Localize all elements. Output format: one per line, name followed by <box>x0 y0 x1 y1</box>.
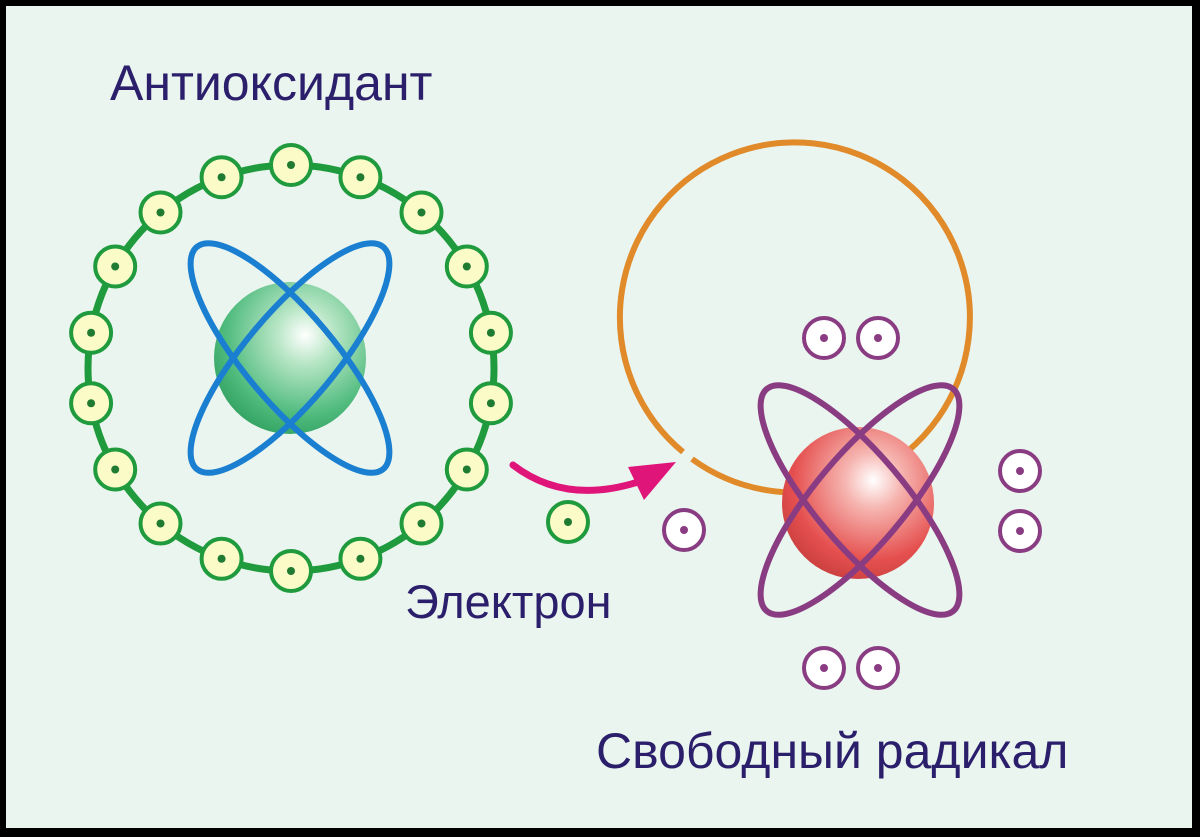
electron-icon <box>399 190 444 235</box>
electron-icon <box>93 244 138 289</box>
electron-icon <box>444 244 489 289</box>
diagram-background <box>6 6 1192 828</box>
free-radical-label: Свободный радикал <box>596 723 1069 779</box>
electron-icon <box>338 155 383 200</box>
antioxidant-label: Антиоксидант <box>110 55 433 111</box>
radical-orbit-ellipse-1 <box>757 382 963 618</box>
electron-icon <box>856 646 900 690</box>
electron-icon <box>199 536 244 581</box>
curved-arrow-icon <box>509 461 676 500</box>
electron-icon <box>69 381 114 426</box>
electron-icon <box>998 449 1042 493</box>
electron-icon <box>546 500 590 544</box>
electron-icon <box>998 509 1042 553</box>
electron-icon <box>468 310 513 355</box>
antioxidant-orbit-ellipse-1 <box>187 240 393 476</box>
electron-icon <box>802 646 846 690</box>
electron-icon <box>269 549 313 593</box>
radical-orbit-ellipse-2 <box>757 382 963 618</box>
electron-icon <box>399 501 444 546</box>
electron-icon <box>138 501 183 546</box>
electron-icon <box>802 316 846 360</box>
electron-label: Электрон <box>405 575 612 628</box>
electron-icon <box>662 508 706 552</box>
antioxidant-orbit-ellipse-2 <box>187 240 393 476</box>
electron-icon <box>199 155 244 200</box>
free-radical-atom <box>616 139 1042 690</box>
electron-icon <box>93 447 138 492</box>
electron-icon <box>444 447 489 492</box>
electron-icon <box>69 310 114 355</box>
electron-icon <box>338 536 383 581</box>
radical-electrons <box>662 316 1042 690</box>
electron-icon <box>856 316 900 360</box>
electron-icon <box>269 143 313 187</box>
antioxidant-nucleus <box>214 282 366 434</box>
electron-transfer <box>509 461 676 544</box>
electron-icon <box>468 381 513 426</box>
antioxidant-electrons <box>69 143 513 593</box>
antioxidant-atom <box>69 143 513 593</box>
electron-icon <box>138 190 183 235</box>
radical-nucleus <box>782 427 934 579</box>
